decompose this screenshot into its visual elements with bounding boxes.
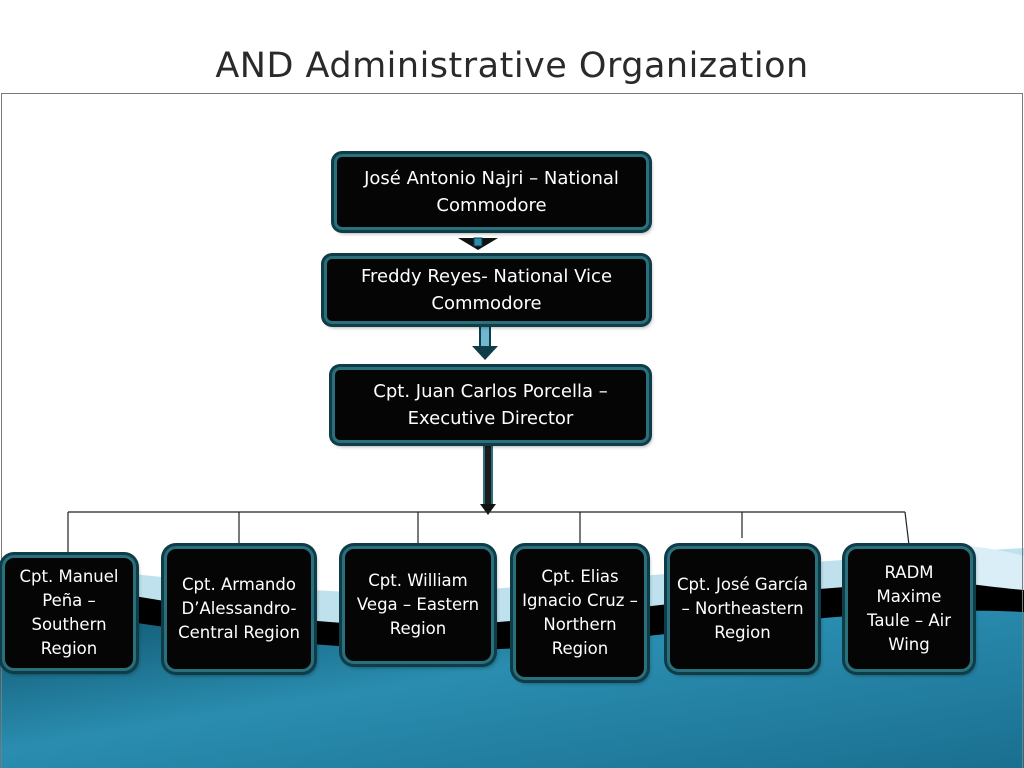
region-label: Cpt. Elias Ignacio Cruz – Northern Regio… bbox=[522, 567, 638, 658]
commodore-label: José Antonio Najri – National Commodore bbox=[364, 168, 619, 216]
region-label: Cpt. José García – Northeastern Region bbox=[677, 575, 808, 642]
region-box-eastern: Cpt. William Vega – Eastern Region bbox=[342, 546, 494, 664]
region-label: RADM Maxime Taule – Air Wing bbox=[866, 563, 952, 654]
region-label: Cpt. Manuel Peña – Southern Region bbox=[19, 567, 119, 658]
region-box-northeastern: Cpt. José García – Northeastern Region bbox=[667, 546, 818, 672]
region-box-southern: Cpt. Manuel Peña – Southern Region bbox=[2, 555, 136, 671]
executive-director-label: Cpt. Juan Carlos Porcella – Executive Di… bbox=[373, 381, 608, 429]
vice-commodore-label: Freddy Reyes- National Vice Commodore bbox=[360, 266, 613, 314]
arrow-down-icon bbox=[479, 325, 491, 349]
diagram-frame bbox=[1, 93, 1023, 768]
page-title: AND Administrative Organization bbox=[215, 46, 809, 86]
arrow-down-icon bbox=[483, 443, 493, 507]
region-box-air-wing: RADM Maxime Taule – Air Wing bbox=[845, 546, 973, 672]
commodore-box: José Antonio Najri – National Commodore bbox=[334, 154, 649, 230]
vice-commodore-box: Freddy Reyes- National Vice Commodore bbox=[324, 256, 649, 324]
region-box-central: Cpt. Armando D’Alessandro- Central Regio… bbox=[164, 546, 314, 672]
region-label: Cpt. William Vega – Eastern Region bbox=[356, 571, 480, 638]
executive-director-box: Cpt. Juan Carlos Porcella – Executive Di… bbox=[332, 367, 649, 443]
region-box-northern: Cpt. Elias Ignacio Cruz – Northern Regio… bbox=[513, 546, 647, 680]
region-label: Cpt. Armando D’Alessandro- Central Regio… bbox=[178, 575, 300, 642]
